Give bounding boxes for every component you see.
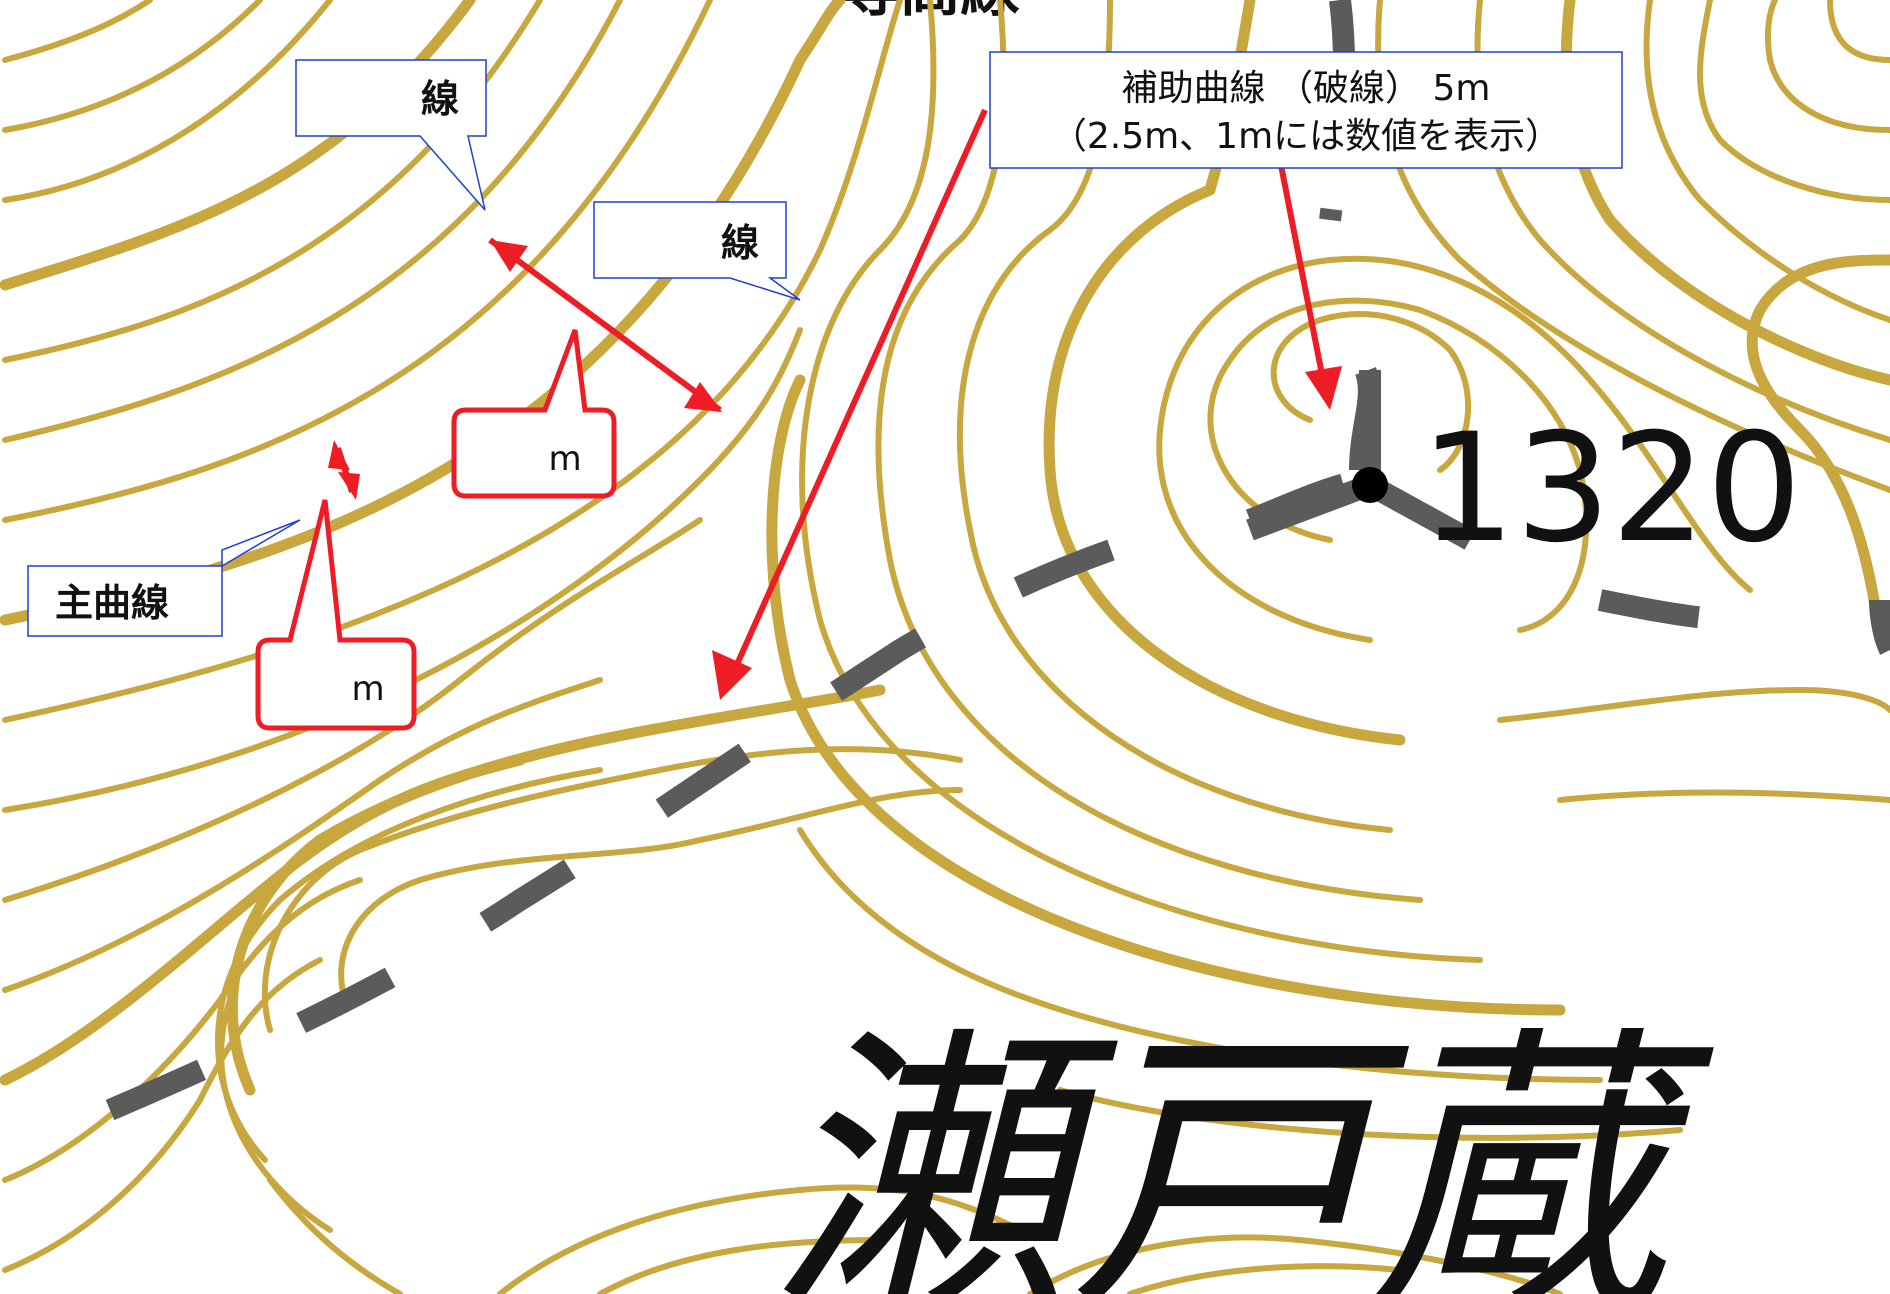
callout-interval-upper: m (451, 329, 617, 499)
contour-line (2, 877, 363, 1183)
contour-line (1497, 687, 1890, 723)
elevation-label: 1320 (1420, 402, 1802, 576)
contour-line (2, 0, 623, 443)
arrowhead (1305, 366, 1342, 410)
callout-line-top-mid-text: 線 (721, 221, 759, 265)
arrowhead (684, 382, 722, 412)
callout-line-top-left-text: 線 (421, 77, 459, 121)
contour-line (2, 0, 333, 203)
contour-line (797, 827, 1603, 1083)
contour-line (1127, 1263, 1403, 1294)
contour-line-index (0, 0, 476, 291)
arrow-supplementary-to-summit (1277, 159, 1328, 391)
arrowhead (712, 650, 752, 700)
contour-line (2, 0, 713, 523)
contour-line (799, 0, 1483, 963)
place-name-label: 瀬戸蔵 (770, 1002, 1717, 1294)
contour-line (2, 677, 603, 993)
arrow-interval-upper (488, 237, 722, 413)
callout-supplementary: 補助曲線 （破線） 5m （2.5m、1mには数値を表示） (989, 51, 1623, 169)
contour-line (2, 0, 153, 63)
contour-line (2, 0, 263, 133)
summit-marker (1246, 370, 1476, 550)
contour-line-index (1746, 254, 1890, 646)
contour-line (1697, 0, 1890, 203)
callout-line-top-left: 線 (295, 59, 487, 211)
contour-line (956, 0, 1393, 833)
callout-interval-lower: m (255, 499, 417, 731)
contour-line (875, 0, 1423, 903)
arrowhead (338, 472, 360, 500)
contour-lines-summit (766, 0, 1890, 1141)
contour-line (1557, 789, 1890, 803)
contour-line (261, 746, 963, 1033)
contour-line (1764, 0, 1890, 133)
arrowhead (490, 240, 528, 272)
contour-line (1207, 297, 1590, 633)
dashed-line (1597, 589, 1741, 631)
callout-main-contour-text: 主曲線 (55, 581, 169, 625)
dashed-line (1319, 0, 1356, 222)
contour-line (1827, 0, 1890, 63)
contour-line (338, 787, 963, 1003)
contour-line (1027, 1234, 1563, 1294)
callout-supplementary-line2: （2.5m、1mには数値を表示） (1051, 116, 1561, 157)
callout-interval-lower-text: m (351, 669, 384, 709)
contour-line (497, 1184, 1023, 1294)
contour-line (267, 1177, 403, 1294)
callout-interval-upper-text: m (548, 439, 581, 479)
contour-line (215, 767, 603, 1163)
contour-line (1156, 255, 1753, 643)
dashed-line (1869, 599, 1890, 655)
contour-line (2, 957, 323, 1273)
contour-line (1057, 1087, 1683, 1141)
contour-line (597, 1237, 883, 1294)
summit-point (1352, 467, 1388, 503)
contour-line (2, 517, 703, 903)
dashed-line (105, 529, 1144, 1121)
contour-lines-hill (215, 684, 1563, 1294)
annotation-arrows (328, 108, 1342, 700)
contour-line (2, 327, 803, 813)
contour-line (218, 997, 333, 1233)
callout-supplementary-line1: 補助曲線 （破線） 5m (1122, 68, 1491, 109)
arrow-supplementary-to-slope (727, 108, 988, 682)
callout-main-contour: 主曲線 (27, 519, 301, 637)
callout-line-top-mid: 線 (593, 201, 801, 301)
contour-line (1643, 0, 1890, 323)
arrowhead (328, 440, 350, 470)
contour-line-index (766, 374, 1566, 1016)
contour-line-summit (1270, 311, 1472, 473)
